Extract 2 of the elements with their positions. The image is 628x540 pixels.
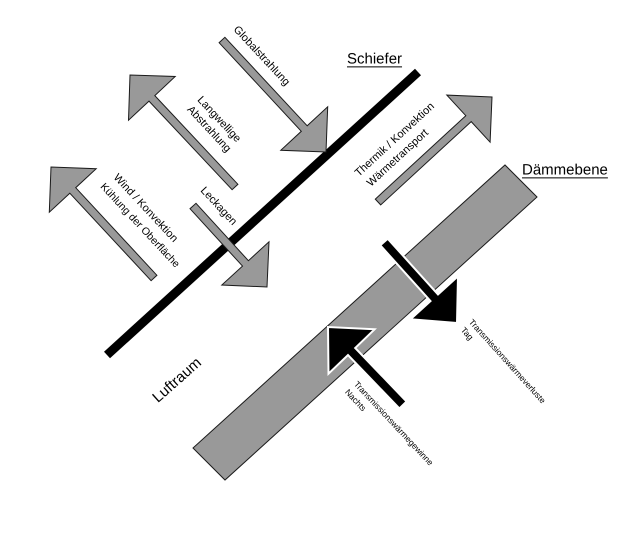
layer-label: Schiefer	[347, 50, 402, 68]
layer-label: Dämmebene	[522, 161, 608, 179]
